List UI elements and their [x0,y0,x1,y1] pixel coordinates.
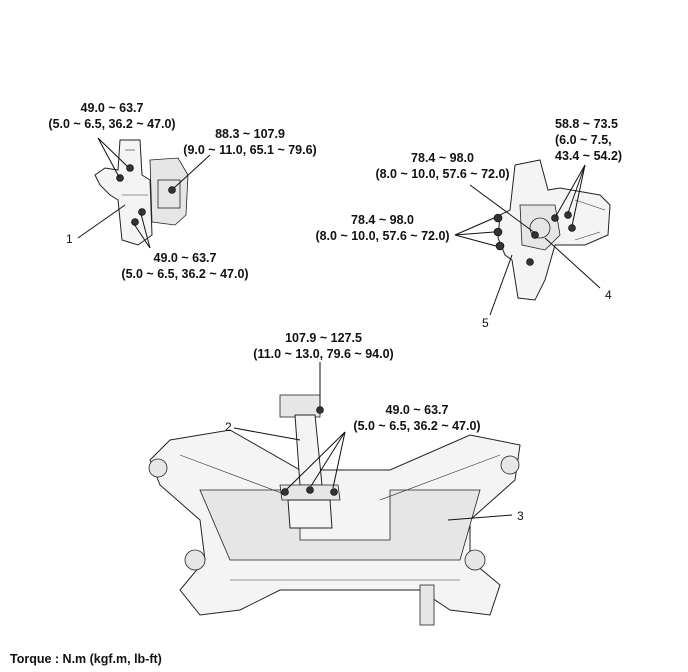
torque-value: 78.4 ~ 98.0 [351,213,414,227]
torque-value: 78.4 ~ 98.0 [411,151,474,165]
torque-value: 88.3 ~ 107.9 [215,127,285,141]
torque-conversion: (5.0 ~ 6.5, 36.2 ~ 47.0) [121,267,249,281]
torque-conversion: (5.0 ~ 6.5, 36.2 ~ 47.0) [353,419,481,433]
torque-value: 58.8 ~ 73.5 [555,117,618,131]
torque-value: 49.0 ~ 63.7 [385,403,449,417]
torque-label-3: 49.0 ~ 63.7 (5.0 ~ 6.5, 36.2 ~ 47.0) [110,250,260,282]
torque-label-6: 78.4 ~ 98.0 (8.0 ~ 10.0, 57.6 ~ 72.0) [305,212,460,244]
torque-conversion: (8.0 ~ 10.0, 57.6 ~ 72.0) [315,229,450,243]
torque-label-4: 58.8 ~ 73.5 (6.0 ~ 7.5, 43.4 ~ 54.2) [555,116,675,164]
sub-frame [148,429,521,626]
callout-1: 1 [66,232,73,246]
torque-value: 49.0 ~ 63.7 [153,251,217,265]
transmission-mount-bracket-right [493,159,611,301]
roll-rod-bracket [279,394,341,529]
torque-conversion-2: 43.4 ~ 54.2) [555,149,623,163]
torque-conversion: (9.0 ~ 11.0, 65.1 ~ 79.6) [183,143,317,157]
torque-conversion: (11.0 ~ 13.0, 79.6 ~ 94.0) [253,347,394,361]
callout-3: 3 [517,509,524,523]
torque-label-8: 49.0 ~ 63.7 (5.0 ~ 6.5, 36.2 ~ 47.0) [342,402,492,434]
torque-conversion: (6.0 ~ 7.5, [555,133,612,147]
torque-unit-note: Torque : N.m (kgf.m, lb-ft) [10,652,162,666]
torque-conversion: (5.0 ~ 6.5, 36.2 ~ 47.0) [48,117,176,131]
callout-5: 5 [482,316,489,330]
torque-value: 49.0 ~ 63.7 [80,101,144,115]
torque-value: 107.9 ~ 127.5 [285,331,362,345]
callout-4: 4 [605,288,612,302]
torque-label-5: 78.4 ~ 98.0 (8.0 ~ 10.0, 57.6 ~ 72.0) [365,150,520,182]
torque-label-1: 49.0 ~ 63.7 (5.0 ~ 6.5, 36.2 ~ 47.0) [42,100,182,132]
callout-2: 2 [225,420,232,434]
torque-label-7: 107.9 ~ 127.5 (11.0 ~ 13.0, 79.6 ~ 94.0) [246,330,401,362]
torque-label-2: 88.3 ~ 107.9 (9.0 ~ 11.0, 65.1 ~ 79.6) [170,126,330,158]
torque-conversion: (8.0 ~ 10.0, 57.6 ~ 72.0) [375,167,510,181]
